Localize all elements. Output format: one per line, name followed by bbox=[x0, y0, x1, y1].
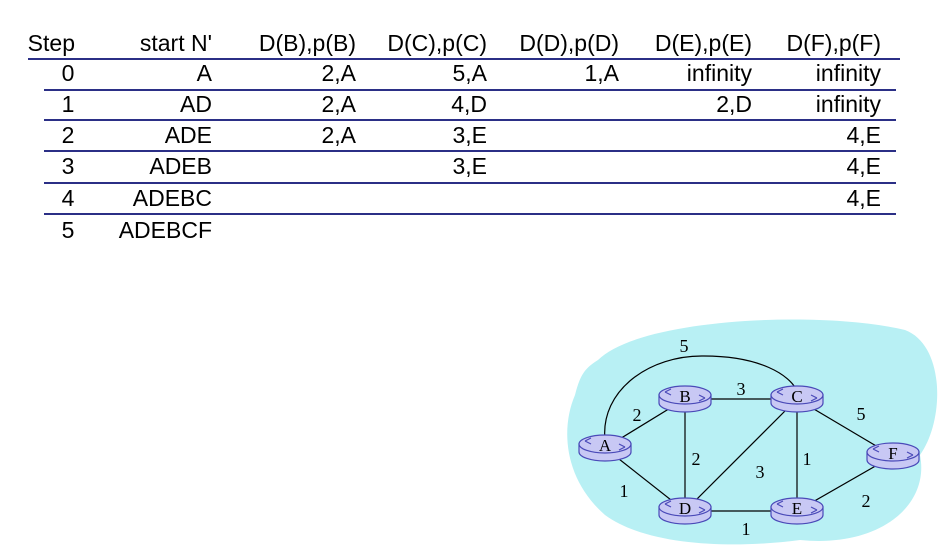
column-header: D(B),p(B) bbox=[258, 30, 356, 56]
table-cell: infinity bbox=[686, 60, 752, 86]
edge-cost-label: 5 bbox=[680, 336, 689, 356]
router-arrows-icon bbox=[776, 388, 818, 402]
router-top bbox=[770, 385, 824, 405]
router-arrows-icon bbox=[664, 388, 706, 402]
router-arrows-icon bbox=[584, 437, 626, 451]
router-top bbox=[866, 442, 920, 462]
router-node-d: D bbox=[658, 497, 712, 525]
table-cell: 2,A bbox=[321, 91, 356, 117]
step-number: 1 bbox=[61, 91, 75, 117]
table-cell: 2,A bbox=[321, 60, 356, 86]
step-number: 2 bbox=[61, 122, 75, 148]
dijkstra-table: Step start N' D(B),p(B) D(C),p(C) D(D),p(D) D… bbox=[0, 0, 939, 260]
column-header: start N' bbox=[139, 30, 212, 56]
router-arrows-icon bbox=[872, 445, 914, 459]
table-cell: 4,D bbox=[451, 91, 487, 117]
row-divider bbox=[28, 58, 900, 60]
step-number: 5 bbox=[61, 217, 75, 243]
column-header: D(D),p(D) bbox=[519, 30, 619, 56]
edge-cost-label: 2 bbox=[692, 449, 701, 469]
step-number: 0 bbox=[61, 60, 75, 86]
table-cell: ADEBCF bbox=[118, 217, 212, 243]
edge-a-c bbox=[604, 355, 798, 441]
table-cell: ADEB bbox=[149, 153, 212, 179]
table-cell: 4,E bbox=[846, 122, 881, 148]
row-divider bbox=[44, 119, 896, 121]
edge-c-d bbox=[684, 398, 798, 512]
table-cell: 4,E bbox=[846, 153, 881, 179]
table-cell: ADEBC bbox=[132, 185, 212, 211]
row-divider bbox=[44, 89, 896, 91]
table-cell: infinity bbox=[815, 91, 881, 117]
edge-cost-label: 3 bbox=[756, 462, 765, 482]
edge-cost-label: 1 bbox=[742, 519, 751, 539]
router-top bbox=[658, 497, 712, 517]
step-number: 4 bbox=[61, 185, 75, 211]
router-label: F bbox=[888, 444, 897, 463]
column-header: D(E),p(E) bbox=[654, 30, 752, 56]
column-header: Step bbox=[27, 30, 75, 56]
table-cell: 4,E bbox=[846, 185, 881, 211]
router-arrows-icon bbox=[776, 500, 818, 514]
table-cell: AD bbox=[180, 91, 212, 117]
table-cell: infinity bbox=[815, 60, 881, 86]
router-node-a: A bbox=[578, 434, 632, 462]
network-cloud bbox=[567, 319, 938, 545]
edge-cost-label: 1 bbox=[620, 481, 629, 501]
table-cell: 3,E bbox=[452, 122, 487, 148]
table-cell: 5,A bbox=[452, 60, 487, 86]
edge-cost-label: 2 bbox=[862, 491, 871, 511]
router-node-e: E bbox=[770, 497, 824, 525]
row-divider bbox=[44, 213, 896, 215]
router-top bbox=[770, 497, 824, 517]
router-node-c: C bbox=[770, 385, 824, 413]
router-node-f: F bbox=[866, 442, 920, 470]
edge-cost-label: 2 bbox=[633, 405, 642, 425]
edge-cost-label: 3 bbox=[737, 379, 746, 399]
router-label: B bbox=[679, 387, 690, 406]
router-top bbox=[578, 434, 632, 454]
router-label: A bbox=[599, 436, 612, 455]
router-label: D bbox=[679, 499, 691, 518]
table-cell: 3,E bbox=[452, 153, 487, 179]
step-number: 3 bbox=[61, 153, 75, 179]
edge-cost-labels: 2 5 1 3 2 3 1 5 1 2 bbox=[620, 336, 871, 539]
table-cell: ADE bbox=[164, 122, 212, 148]
router-top bbox=[658, 385, 712, 405]
router-arrows-icon bbox=[664, 500, 706, 514]
table-cell: 1,A bbox=[584, 60, 619, 86]
router-node-b: B bbox=[658, 385, 712, 413]
column-header: D(C),p(C) bbox=[387, 30, 487, 56]
table-cell: 2,A bbox=[321, 122, 356, 148]
router-label: C bbox=[791, 387, 802, 406]
graph-nodes: A B C D E F bbox=[578, 385, 920, 525]
table-cell: A bbox=[196, 60, 212, 86]
router-label: E bbox=[792, 499, 802, 518]
network-graph: 2 5 1 3 2 3 1 5 1 2 A B C D E F bbox=[567, 319, 938, 545]
edge-cost-label: 5 bbox=[857, 404, 866, 424]
column-header: D(F),p(F) bbox=[786, 30, 881, 56]
row-divider bbox=[44, 150, 896, 152]
table-cell: 2,D bbox=[716, 91, 752, 117]
edge-cost-label: 1 bbox=[803, 449, 812, 469]
row-divider bbox=[44, 182, 896, 184]
